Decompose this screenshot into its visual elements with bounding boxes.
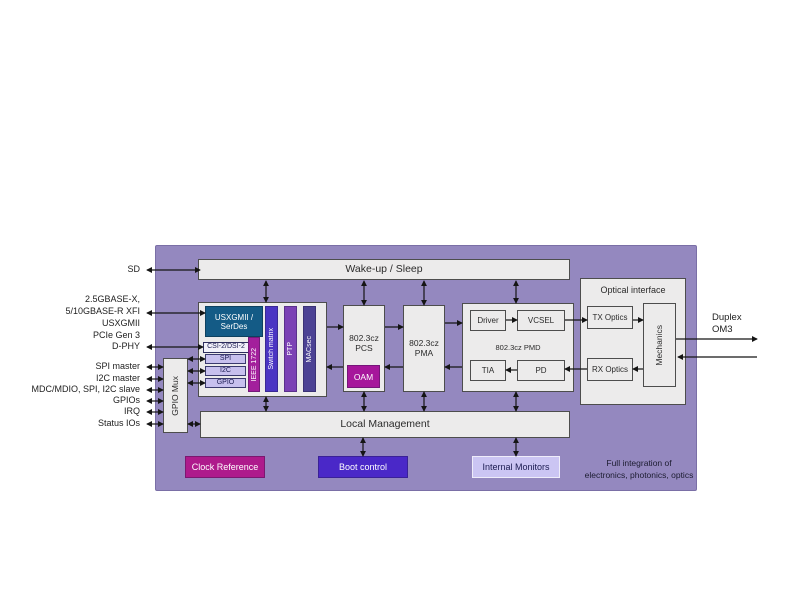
pcs-label-line1: 802.3cz	[349, 333, 379, 343]
optical-interface-title: Optical interface	[600, 285, 666, 295]
oam-block: OAM	[347, 365, 380, 388]
integration-note: Full integration of electronics, photoni…	[573, 457, 705, 481]
clock-reference-block: Clock Reference	[185, 456, 265, 478]
i2c-block: I2C	[205, 366, 246, 376]
ieee1722-label: IEEE 1722	[250, 347, 258, 382]
usxgmii-serdes-block: USXGMII / SerDes	[205, 306, 263, 337]
port-label-highspeed-line3: USXGMII	[101, 318, 140, 328]
port-label-gpios: GPIOs	[112, 395, 140, 405]
vcsel-block: VCSEL	[517, 310, 565, 331]
port-label-highspeed: 2.5GBASE-X, 5/10GBASE-R XFI USXGMII PCIe…	[65, 293, 140, 341]
port-label-highspeed-line4: PCIe Gen 3	[92, 330, 140, 340]
integration-line2: electronics, photonics, optics	[584, 470, 694, 480]
internal-monitors-block: Internal Monitors	[472, 456, 560, 478]
macsec-label: MACsec	[306, 335, 313, 363]
ptp-bar: PTP	[284, 306, 297, 392]
usxgmii-label-line1: USXGMII /	[214, 312, 254, 322]
pmd-title: 802.3cz PMD	[495, 343, 541, 352]
duplex-om3-label: Duplex OM3	[712, 312, 742, 336]
ptp-label: PTP	[287, 342, 294, 356]
integration-line1: Full integration of	[606, 458, 672, 468]
port-label-irq: IRQ	[123, 406, 140, 416]
switch-matrix-label: Switch matrix	[268, 328, 275, 370]
gpio-mux-block: GPIO Mux	[163, 358, 188, 433]
rx-optics-block: RX Optics	[587, 358, 633, 381]
port-label-dphy: D-PHY	[111, 341, 140, 351]
tx-optics-block: TX Optics	[587, 306, 633, 329]
mechanics-label: Mechanics	[653, 324, 664, 366]
tia-block: TIA	[470, 360, 506, 381]
port-label-spi-master: SPI master	[95, 361, 140, 371]
pma-label-line2: PMA	[414, 347, 434, 358]
port-label-highspeed-line2: 5/10GBASE-R XFI	[65, 306, 140, 316]
gpio-mux-label: GPIO Mux	[169, 375, 180, 416]
switch-matrix-bar: Switch matrix	[265, 306, 278, 392]
port-label-i2c-master: I2C master	[95, 373, 140, 383]
pd-block: PD	[517, 360, 565, 381]
port-label-mdc-mdio: MDC/MDIO, SPI, I2C slave	[31, 384, 140, 394]
pcs-label-line2: PCS	[355, 342, 373, 353]
usxgmii-label-line2: SerDes	[220, 321, 248, 331]
pma-block: 802.3cz PMA	[403, 305, 445, 392]
local-management-block: Local Management	[200, 411, 570, 438]
port-label-sd: SD	[127, 264, 140, 274]
spi-block: SPI	[205, 354, 246, 364]
wakeup-sleep-block: Wake-up / Sleep	[198, 259, 570, 280]
port-label-highspeed-line1: 2.5GBASE-X,	[84, 294, 140, 304]
boot-control-block: Boot control	[318, 456, 408, 478]
gpio-block: GPIO	[205, 378, 246, 388]
pma-label-line1: 802.3cz	[409, 337, 439, 348]
driver-block: Driver	[470, 310, 506, 331]
macsec-bar: MACsec	[303, 306, 316, 392]
port-label-status-ios: Status IOs	[97, 418, 140, 428]
duplex-line2: OM3	[712, 324, 733, 335]
mechanics-block: Mechanics	[643, 303, 676, 387]
csi-dsi-block: CSI-2/DSI-2	[203, 342, 249, 353]
ieee1722-bar: IEEE 1722	[248, 337, 260, 392]
duplex-line1: Duplex	[712, 312, 742, 323]
